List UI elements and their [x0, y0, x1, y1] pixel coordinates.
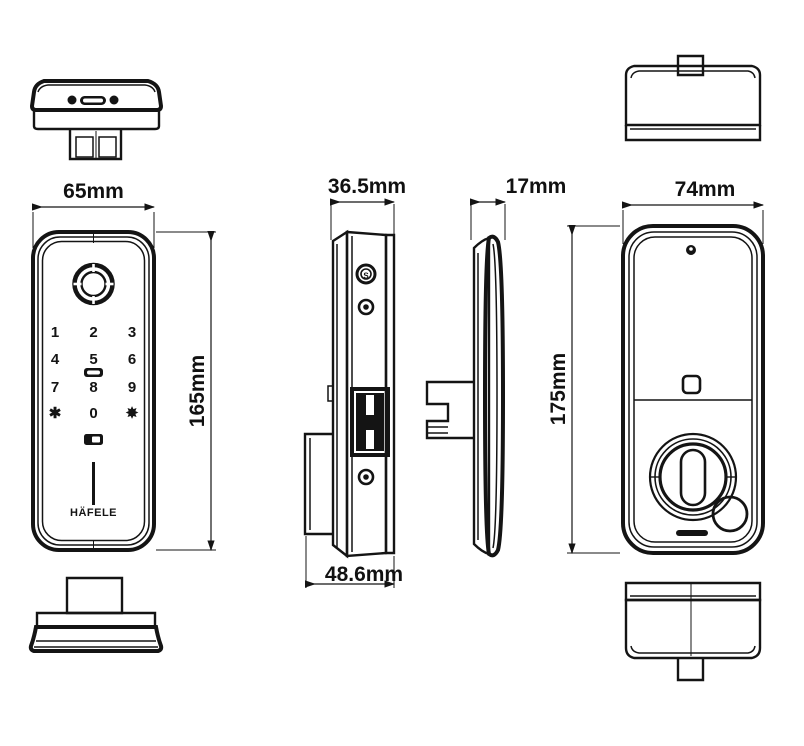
screw-s-label: S	[363, 272, 369, 281]
dimension-label-17mm: 17mm	[506, 175, 567, 198]
view-front-panel-face: 1 2 3 4 5 6 7 8 9 ✱ 0 ✸ HÄFELE	[31, 230, 156, 552]
keypad-key-1[interactable]: 1	[51, 324, 59, 341]
keypad-key-3[interactable]: 3	[128, 324, 136, 341]
card-reader-icon	[84, 434, 103, 445]
keypad-key-4[interactable]: 4	[51, 351, 60, 368]
spindle-tab	[425, 380, 474, 440]
brand-logo: HÄFELE	[70, 506, 117, 519]
view-interior-panel-face	[621, 224, 765, 555]
dimension-label-36-5mm: 36.5mm	[328, 175, 406, 198]
fingerprint-reader[interactable]	[72, 262, 115, 306]
dimension-label-175mm: 175mm	[547, 353, 570, 425]
keypad-key-8[interactable]: 8	[89, 379, 97, 396]
view-front-panel-bottom	[28, 576, 164, 653]
dimension-depth-front: 36.5mm	[328, 175, 406, 240]
keypad-key-5[interactable]: 5	[89, 351, 97, 368]
view-interior-panel-top	[624, 54, 762, 142]
view-interior-panel-bottom	[624, 581, 762, 682]
screw-hole	[686, 245, 696, 255]
keypad[interactable]: 1 2 3 4 5 6 7 8 9 ✱ 0 ✸	[49, 324, 139, 422]
keypad-key-0[interactable]: 0	[89, 405, 97, 422]
dimension-label-48-6mm: 48.6mm	[325, 563, 403, 586]
spindle-housing	[68, 129, 123, 161]
keypad-key-9[interactable]: 9	[128, 379, 136, 396]
battery-cover-slot	[676, 530, 708, 536]
usb-port-icon	[67, 95, 119, 105]
dimension-height-interior: 175mm	[547, 224, 620, 555]
thumb-turn-knob[interactable]	[648, 432, 738, 522]
dimension-depth-interior: 17mm	[469, 175, 567, 240]
screw-lower-small	[357, 468, 375, 486]
dimension-label-74mm: 74mm	[675, 178, 736, 201]
led-indicator	[84, 368, 103, 377]
view-front-panel-side: S	[303, 229, 396, 559]
keypad-key-star[interactable]: ✱	[49, 405, 62, 422]
dimension-height-front: 165mm	[156, 230, 216, 552]
keypad-key-6[interactable]: 6	[128, 351, 136, 368]
square-button[interactable]	[681, 374, 702, 395]
keypad-key-7[interactable]: 7	[51, 379, 59, 396]
dimension-label-165mm: 165mm	[186, 355, 209, 427]
view-interior-panel-side	[425, 234, 506, 558]
screw-s-icon: S	[355, 263, 377, 285]
screw-upper-small	[357, 298, 375, 316]
round-button[interactable]	[711, 495, 749, 533]
mounting-plate	[303, 432, 333, 536]
dimension-width-interior: 74mm	[621, 178, 765, 244]
view-front-panel-top	[29, 79, 164, 161]
dimension-depth-mount: 48.6mm	[304, 536, 403, 588]
cable-slot	[350, 387, 390, 457]
keypad-key-2[interactable]: 2	[89, 324, 97, 341]
keypad-key-hash[interactable]: ✸	[125, 405, 139, 422]
dimension-width-front: 65mm	[31, 180, 156, 248]
dimension-label-65mm: 65mm	[63, 180, 124, 203]
